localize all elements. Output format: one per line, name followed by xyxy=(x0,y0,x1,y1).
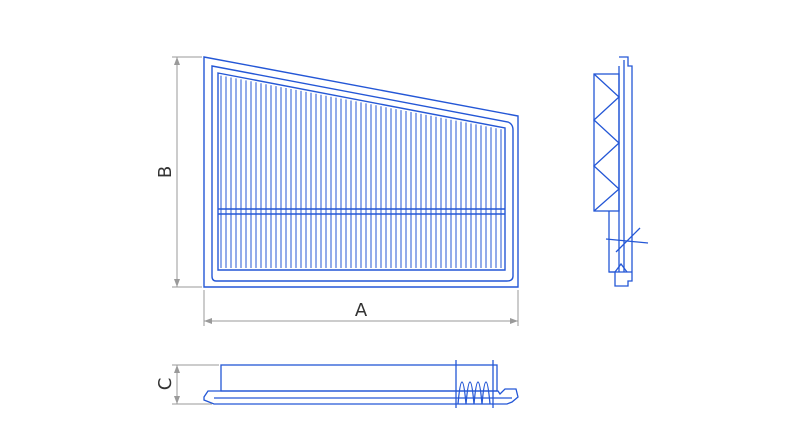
side-view xyxy=(593,56,649,287)
side-filter-media xyxy=(593,73,620,212)
filter-pleats xyxy=(220,75,502,268)
dim-b-arrow-bottom xyxy=(174,279,180,287)
side-zigzag xyxy=(593,73,620,212)
dim-a-arrow-left xyxy=(204,318,212,324)
dimension-b xyxy=(172,56,202,288)
dimension-b-label: B xyxy=(155,166,176,178)
dim-c-arrow-top xyxy=(174,365,180,373)
side-leader-b xyxy=(615,227,641,253)
dim-c-arrow-bottom xyxy=(174,396,180,404)
front-inner-frame xyxy=(211,65,514,282)
dim-b-arrow-top xyxy=(174,57,180,65)
bottom-pleat-waves xyxy=(457,381,491,405)
bottom-flange xyxy=(203,388,519,405)
dimension-c-label: C xyxy=(155,378,176,391)
dimension-a-label: A xyxy=(355,300,368,321)
front-view xyxy=(203,56,519,288)
front-outer-frame xyxy=(203,56,519,288)
bottom-view xyxy=(203,360,519,408)
dim-a-arrow-right xyxy=(510,318,518,324)
front-pleat-border xyxy=(217,72,506,271)
side-clip xyxy=(614,262,628,273)
dimension-c xyxy=(172,364,219,405)
dimension-a xyxy=(203,290,519,326)
